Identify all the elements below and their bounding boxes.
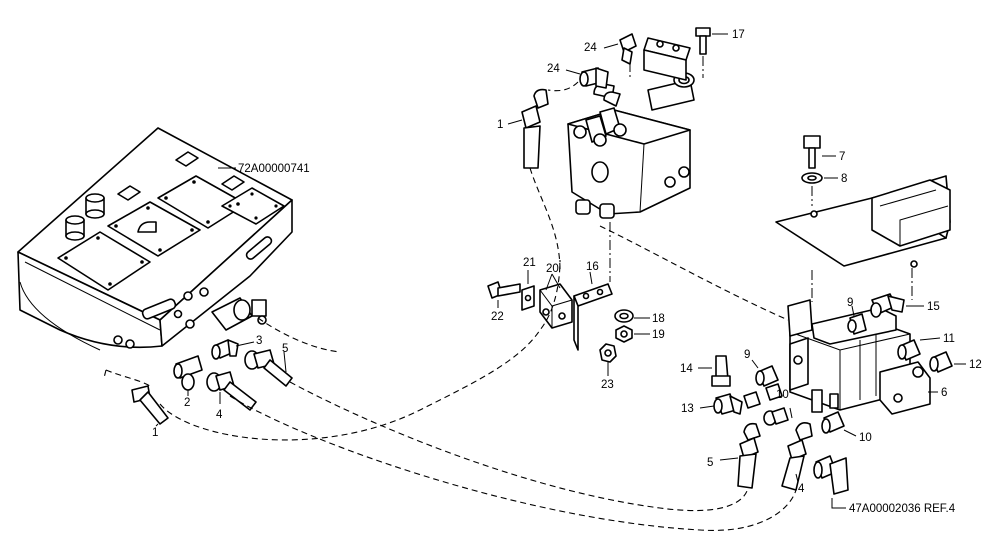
hose-end-4-right: 4 xyxy=(781,422,813,495)
hose-end-1-left: 1 xyxy=(131,385,169,439)
elbow-fitting-24-upper: 24 xyxy=(584,33,637,65)
tee-fitting-2: 2 xyxy=(173,355,203,409)
bolt-17: 17 xyxy=(695,27,745,55)
callout-8: 8 xyxy=(841,173,847,185)
fitting-13: 13 xyxy=(681,393,743,415)
callout-9a: 9 xyxy=(847,297,853,309)
callout-1b: 1 xyxy=(497,119,503,131)
tank-reference: 72A00000741 xyxy=(218,163,310,175)
bolt-7: 7 xyxy=(803,135,845,169)
callout-22: 22 xyxy=(491,311,504,323)
fitting-10-upper: 10 xyxy=(776,389,793,419)
callout-6: 6 xyxy=(941,387,947,399)
callout-3: 3 xyxy=(256,335,262,347)
callout-14: 14 xyxy=(680,363,693,375)
fitting-11: 11 xyxy=(897,333,955,361)
callout-20: 20 xyxy=(546,263,559,275)
gear-pump: 6 xyxy=(787,299,947,415)
callout-7: 7 xyxy=(839,151,845,163)
fitting-9-left: 9 xyxy=(744,349,779,387)
callout-24a: 24 xyxy=(584,42,597,54)
callout-17: 17 xyxy=(732,29,745,41)
pump-mounting-bracket xyxy=(775,175,951,268)
control-valve-block xyxy=(567,72,695,219)
callout-18: 18 xyxy=(652,313,665,325)
callout-21: 21 xyxy=(523,257,536,269)
nut-19: 19 xyxy=(615,325,665,343)
adapter-fittings-center xyxy=(743,383,789,426)
washer-18: 18 xyxy=(614,309,665,325)
callout-16: 16 xyxy=(586,261,599,273)
fitting-9-right: 9 xyxy=(847,297,867,335)
fitting-12: 12 xyxy=(929,351,982,373)
callout-15: 15 xyxy=(927,301,940,313)
tank-reference-code: 72A00000741 xyxy=(238,163,310,175)
fitting-15: 15 xyxy=(870,293,940,318)
hose-end-5-left: 5 xyxy=(244,343,293,387)
valve-bracket xyxy=(643,37,691,81)
callout-23: 23 xyxy=(601,379,614,391)
callout-1a: 1 xyxy=(152,427,158,439)
callout-5b: 5 xyxy=(707,457,713,469)
elbow-fitting-24-lower: 24 xyxy=(547,63,609,89)
washer-8: 8 xyxy=(801,172,847,185)
plate-21: 21 xyxy=(521,257,536,311)
bolt-22: 22 xyxy=(487,281,521,323)
callout-4a: 4 xyxy=(216,409,223,421)
hose-end-4-left: 4 xyxy=(206,371,257,421)
fitting-10-lower: 10 xyxy=(821,411,872,444)
callout-13: 13 xyxy=(681,403,694,415)
callout-11: 11 xyxy=(943,333,955,345)
callout-2: 2 xyxy=(184,397,190,409)
callout-10a: 10 xyxy=(776,389,789,401)
callout-12: 12 xyxy=(969,359,982,371)
bracket-16: 16 xyxy=(573,261,613,351)
tank-port-fittings xyxy=(113,287,267,349)
pump-reference-code: 47A00002036 REF.4 xyxy=(849,503,956,515)
fitting-14: 14 xyxy=(680,355,731,387)
hose-end-ref4: 47A00002036 REF.4 xyxy=(813,455,956,515)
filler-cap-icon xyxy=(65,193,105,241)
callout-10b: 10 xyxy=(859,432,872,444)
callout-24b: 24 xyxy=(547,63,560,75)
elbow-fitting-3: 3 xyxy=(211,335,262,360)
nut-23: 23 xyxy=(599,343,617,391)
callout-5a: 5 xyxy=(282,343,288,355)
hose-routing-lines xyxy=(103,81,797,531)
hydraulic-tank xyxy=(17,127,293,351)
callout-4b: 4 xyxy=(798,483,805,495)
hose-end-5-right: 5 xyxy=(707,422,761,489)
clamp-block-20: 20 xyxy=(539,263,573,329)
callout-19: 19 xyxy=(652,329,665,341)
hose-end-1-upper: 1 xyxy=(497,88,549,169)
callout-9b: 9 xyxy=(744,349,750,361)
